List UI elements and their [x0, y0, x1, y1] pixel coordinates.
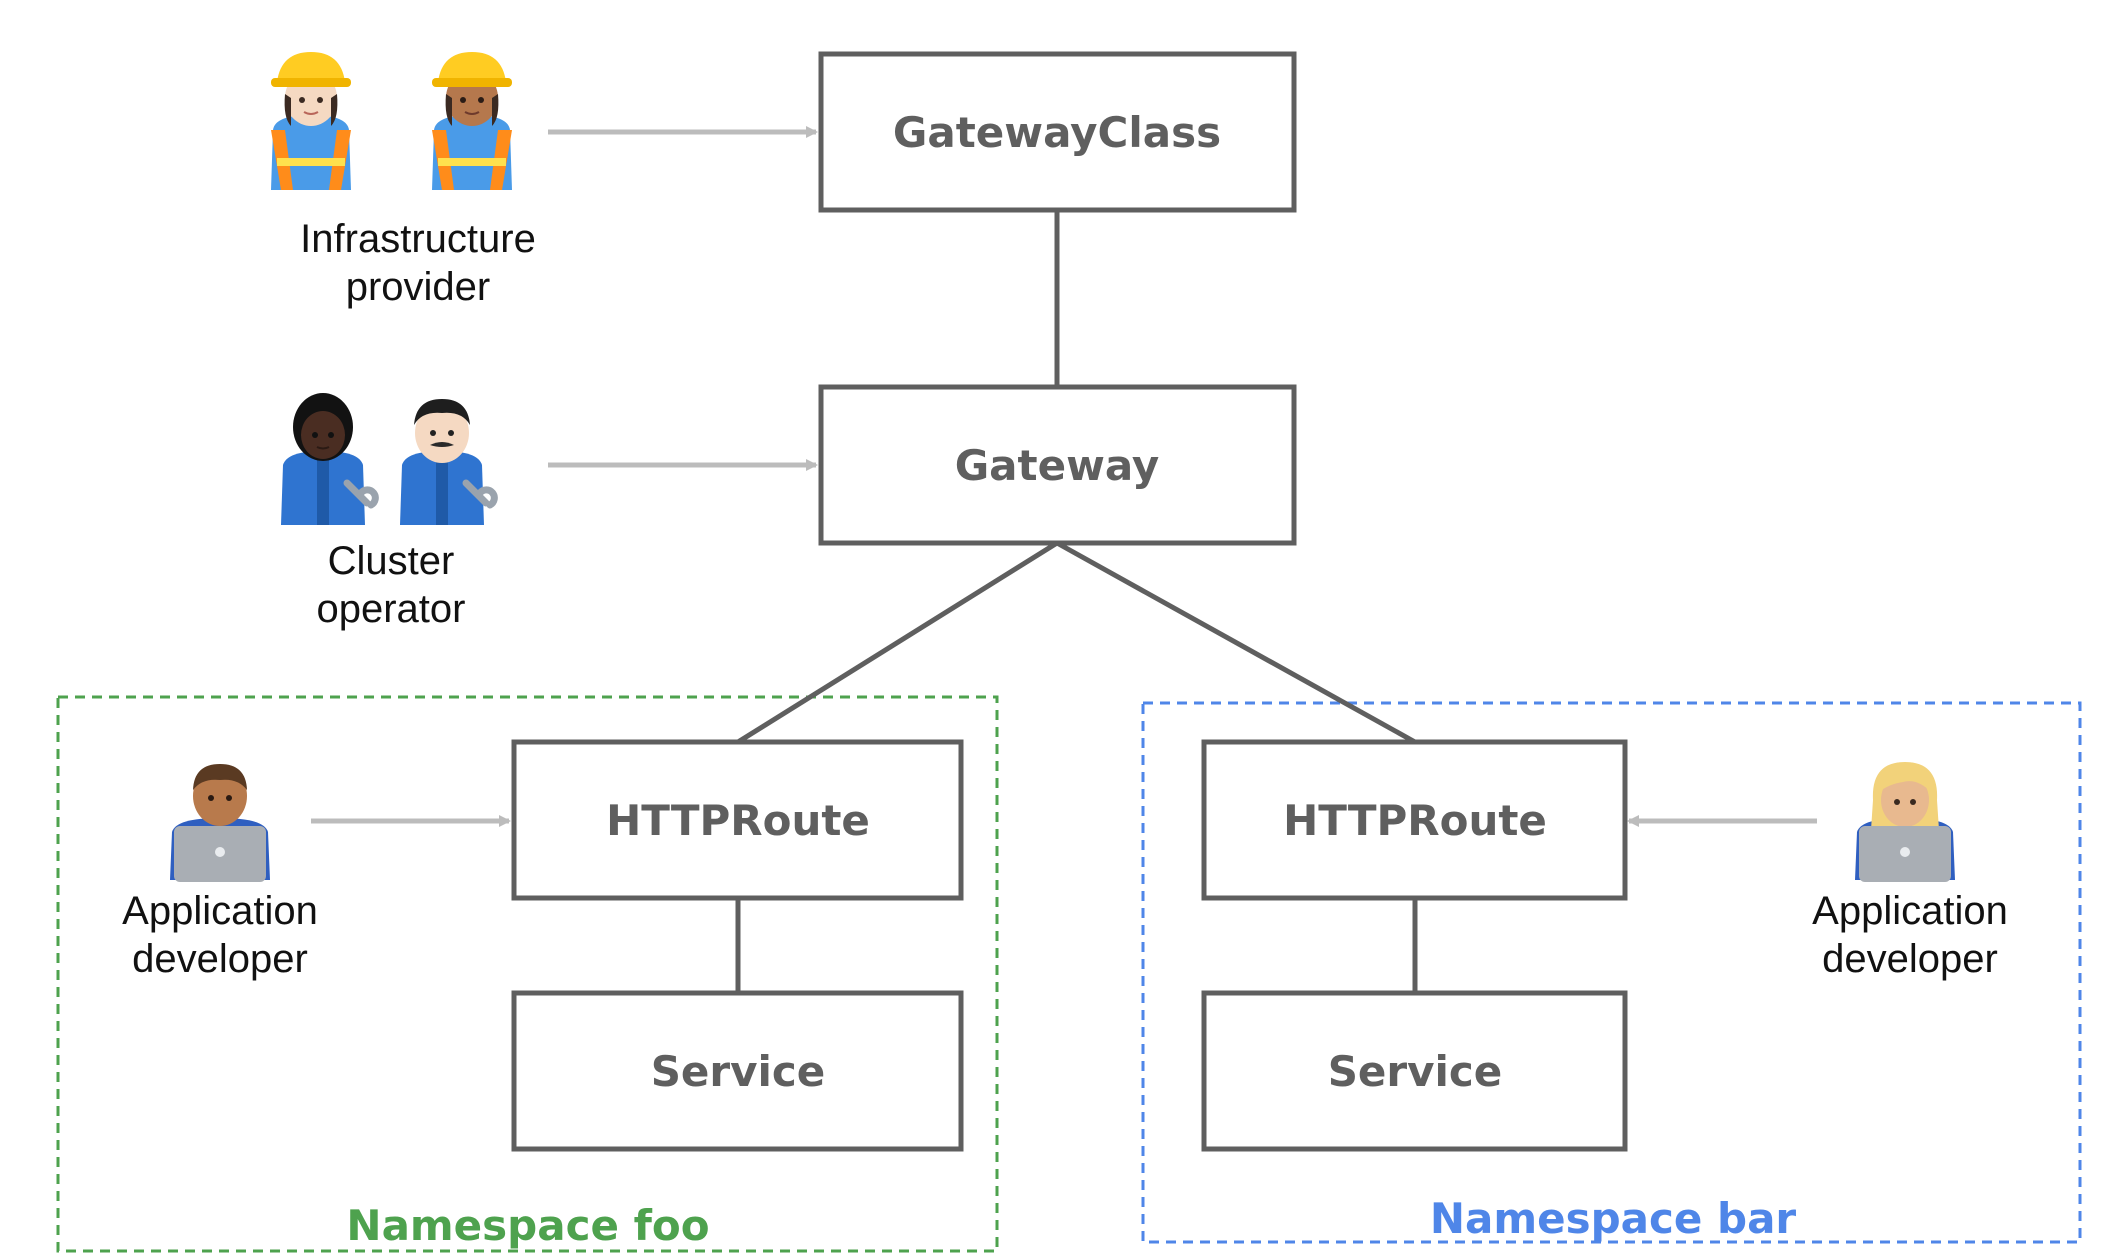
httproute-bar-node: HTTPRoute — [1201, 739, 1628, 901]
mechanic-icon — [281, 393, 379, 525]
mechanic-icon — [400, 399, 498, 525]
infrastructure-provider-label: Infrastructure provider — [300, 217, 536, 309]
service-bar-label: Service — [1328, 1047, 1503, 1096]
gatewayclass-label: GatewayClass — [893, 108, 1221, 157]
developer-laptop-icon — [170, 764, 270, 882]
namespace-bar-label: Namespace bar — [1430, 1194, 1797, 1243]
httproute-foo-node: HTTPRoute — [511, 739, 964, 901]
construction-worker-icon — [271, 52, 351, 190]
service-foo-node: Service — [511, 990, 964, 1152]
namespace-foo-label: Namespace foo — [346, 1201, 709, 1250]
app-developer-foo-label: Application developer — [122, 889, 318, 981]
app-developer-foo-line2: developer — [132, 937, 308, 981]
app-developer-bar-label: Application developer — [1812, 889, 2008, 981]
infrastructure-provider-line2: provider — [346, 265, 491, 309]
cluster-operator-line1: Cluster — [328, 539, 455, 583]
gatewayclass-node: GatewayClass — [818, 51, 1297, 213]
httproute-foo-label: HTTPRoute — [606, 796, 870, 845]
cluster-operator-line2: operator — [317, 587, 466, 631]
developer-laptop-icon — [1855, 762, 1955, 882]
infrastructure-provider-line1: Infrastructure — [300, 217, 536, 261]
connector-gateway-httproute-bar — [1055, 540, 1417, 745]
namespace-bar-region — [1141, 701, 2082, 1244]
cluster-operator-label: Cluster operator — [317, 539, 466, 631]
construction-worker-icon — [432, 52, 512, 190]
service-bar-node: Service — [1201, 990, 1628, 1152]
app-developer-bar-line1: Application — [1812, 889, 2008, 933]
gateway-node: Gateway — [818, 384, 1297, 546]
httproute-bar-label: HTTPRoute — [1283, 796, 1547, 845]
gateway-label: Gateway — [955, 441, 1160, 490]
app-developer-bar-line2: developer — [1822, 937, 1998, 981]
namespace-foo-region — [56, 695, 999, 1253]
app-developer-foo-line1: Application — [122, 889, 318, 933]
service-foo-label: Service — [651, 1047, 826, 1096]
connector-gateway-httproute-foo — [736, 540, 1059, 745]
